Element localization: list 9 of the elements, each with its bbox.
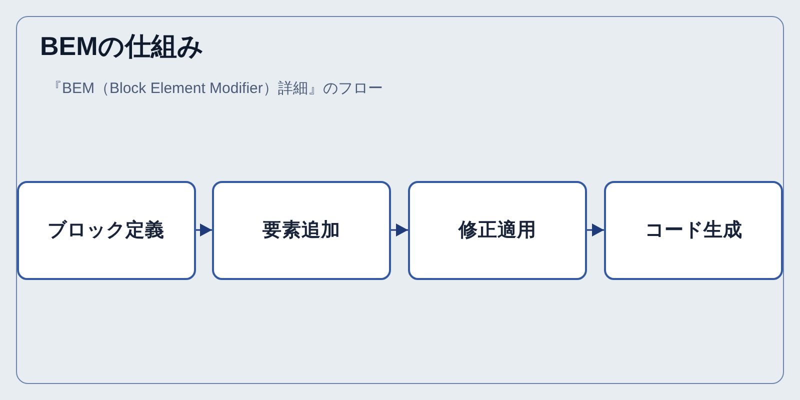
process-box: ブロック定義 [16,180,196,280]
title: BEMの仕組み [40,30,204,62]
process-box: コード生成 [604,180,783,280]
arrow [587,224,604,236]
subtitle: 『BEM（Block Element Modifier）詳細』のフロー [47,79,383,99]
arrow [391,224,408,236]
arrow [196,224,212,236]
process-box: 修正適用 [408,180,587,280]
process-box: 要素追加 [212,180,391,280]
